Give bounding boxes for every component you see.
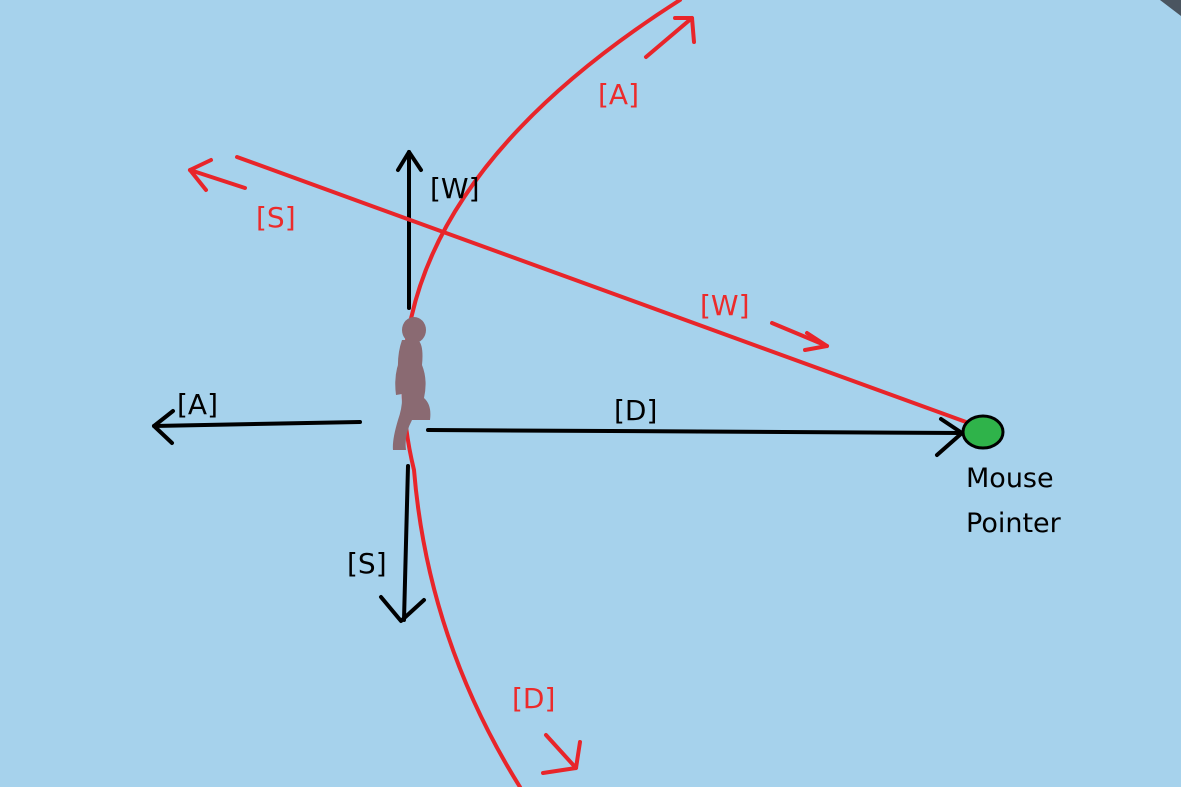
red-a-label: [A] (598, 78, 639, 111)
black-w-arrow (396, 150, 423, 310)
black-a-label: [A] (177, 388, 218, 421)
red-s-label: [S] (256, 201, 296, 234)
red-s-arrow (188, 158, 247, 192)
black-s-label: [S] (347, 547, 387, 580)
mouse-pointer-label-line1: Mouse (966, 463, 1054, 494)
black-d-label: [D] (614, 394, 657, 427)
red-w-arrow (770, 321, 829, 352)
black-s-arrow (379, 464, 426, 623)
red-a-arrow (644, 16, 696, 59)
black-w-label: [W] (430, 172, 480, 205)
black-a-arrow (152, 409, 362, 445)
green-dot-icon (961, 414, 1005, 450)
red-w-label: [W] (700, 289, 750, 322)
red-radial-line (235, 155, 968, 424)
corner-shadow (1160, 0, 1181, 16)
red-d-arrow (541, 733, 582, 775)
red-d-label: [D] (512, 682, 555, 715)
mouse-pointer-label-line2: Pointer (966, 508, 1062, 539)
humanoid-character-icon (392, 317, 431, 450)
